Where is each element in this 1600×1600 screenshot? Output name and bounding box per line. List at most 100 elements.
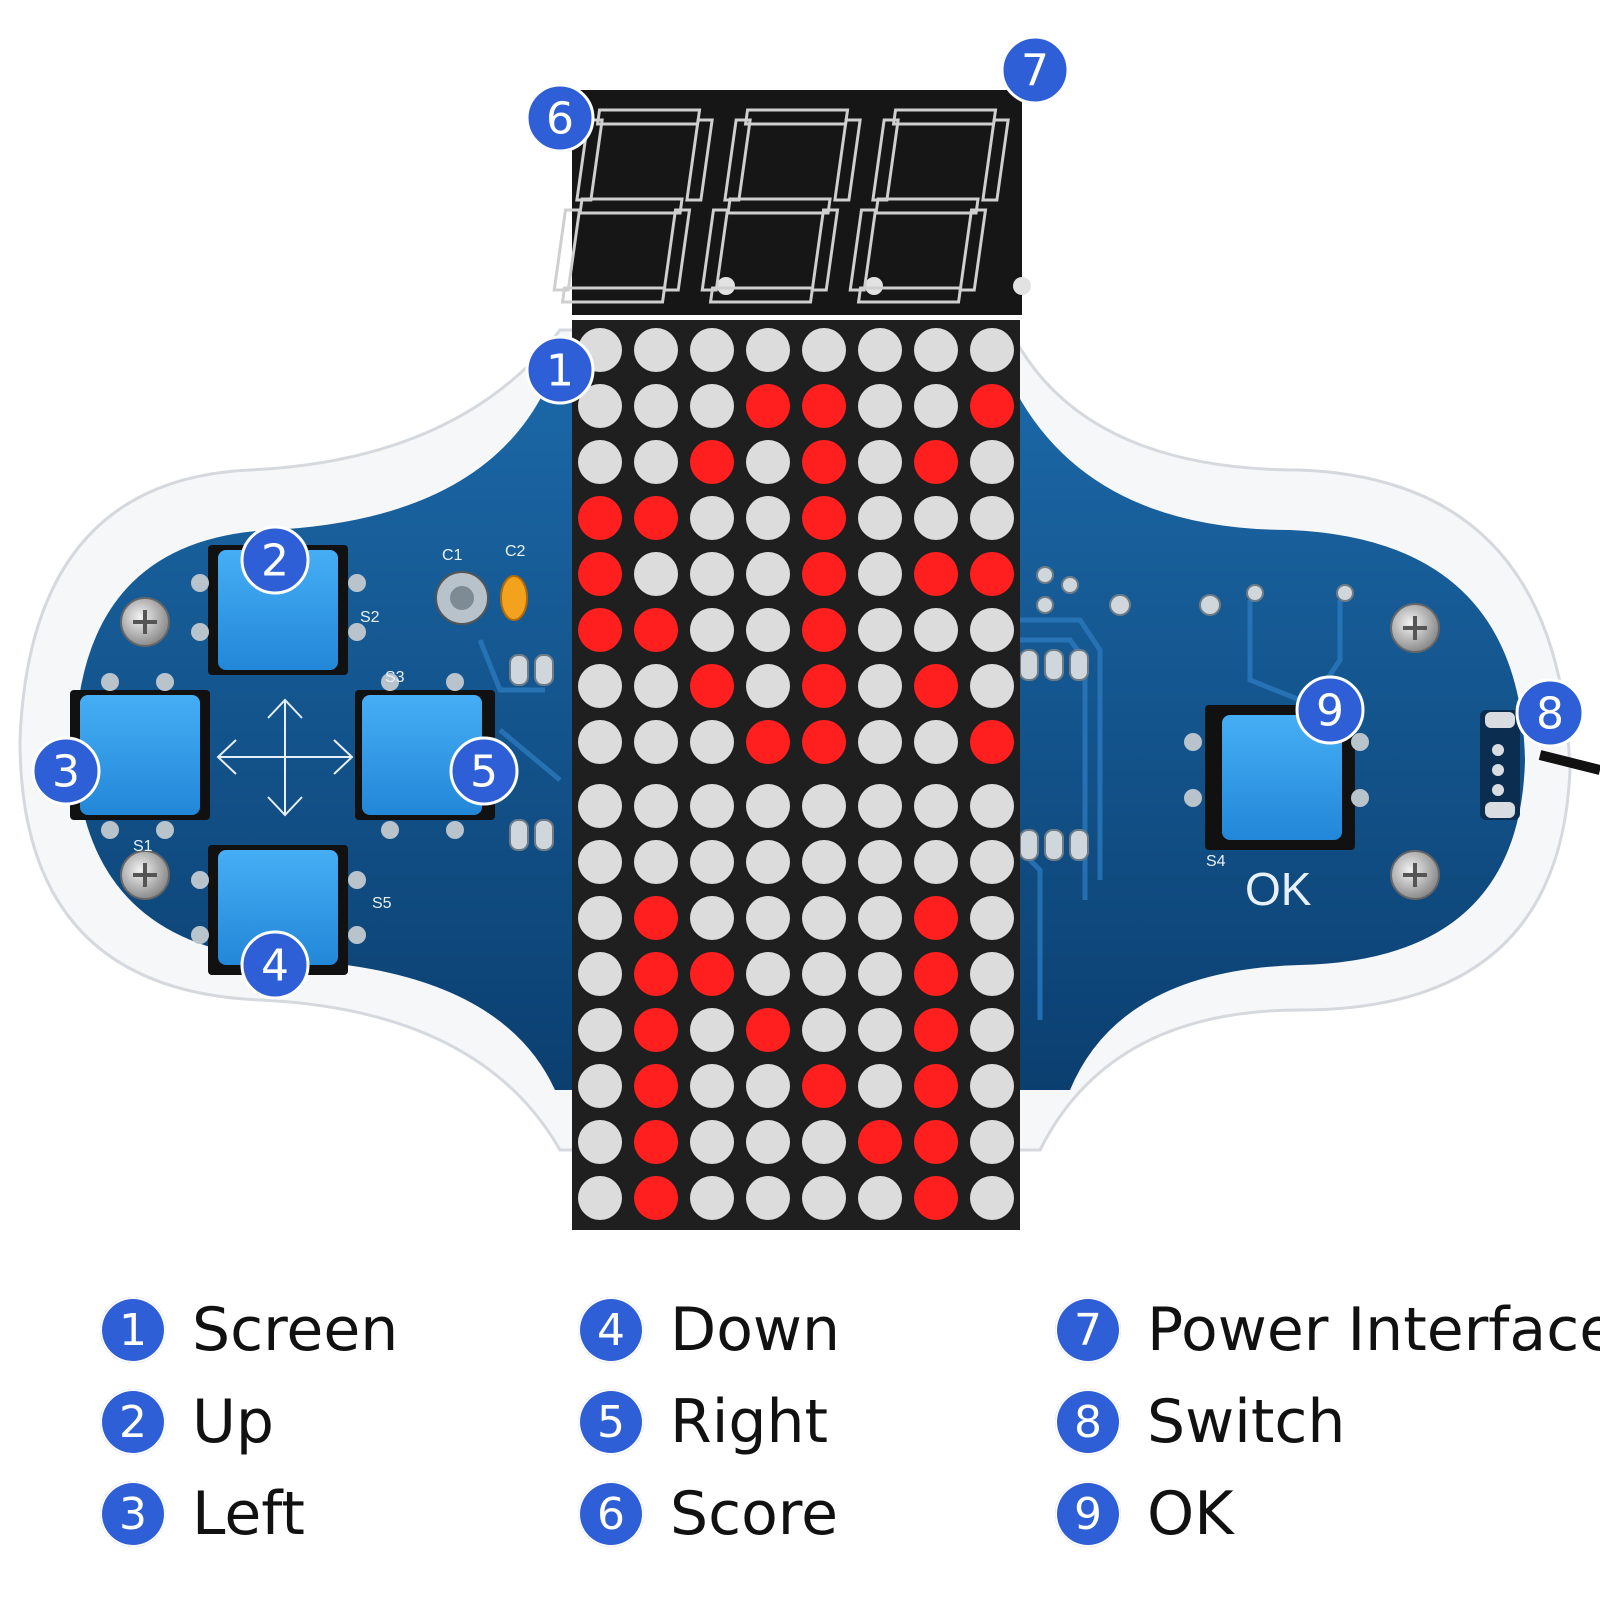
svg-text:2: 2 bbox=[261, 536, 289, 587]
button-left[interactable] bbox=[70, 673, 210, 839]
led-off bbox=[858, 840, 902, 884]
legend-item-screen: 1 Screen bbox=[100, 1290, 398, 1370]
seven-segment bbox=[743, 108, 850, 126]
led-on bbox=[690, 440, 734, 484]
legend-item-score: 6 Score bbox=[578, 1474, 838, 1554]
led-on bbox=[634, 1008, 678, 1052]
legend-badge: 8 bbox=[1055, 1389, 1121, 1455]
svg-text:4: 4 bbox=[261, 941, 289, 992]
led-off bbox=[858, 952, 902, 996]
led-off bbox=[914, 608, 958, 652]
led-off bbox=[578, 440, 622, 484]
led-on bbox=[578, 496, 622, 540]
led-on bbox=[802, 496, 846, 540]
legend-label: OK bbox=[1147, 1479, 1234, 1549]
callout-badge-8: 8 bbox=[1515, 678, 1585, 748]
led-on bbox=[746, 1008, 790, 1052]
led-off bbox=[802, 952, 846, 996]
legend-label: Power Interface bbox=[1147, 1295, 1600, 1365]
legend-label: Switch bbox=[1147, 1387, 1346, 1457]
led-off bbox=[746, 1064, 790, 1108]
led-on bbox=[914, 552, 958, 596]
svg-text:3: 3 bbox=[52, 747, 80, 798]
button-down[interactable] bbox=[191, 845, 366, 975]
led-on bbox=[858, 1120, 902, 1164]
led-off bbox=[858, 784, 902, 828]
s4-label: S4 bbox=[1206, 853, 1226, 870]
led-off bbox=[578, 664, 622, 708]
led-off bbox=[690, 1064, 734, 1108]
led-off bbox=[914, 784, 958, 828]
seven-segment bbox=[662, 208, 692, 292]
legend-badge: 5 bbox=[578, 1389, 644, 1455]
led-off bbox=[802, 784, 846, 828]
s2-label: S2 bbox=[360, 609, 380, 626]
led-off bbox=[690, 552, 734, 596]
led-off bbox=[690, 1176, 734, 1220]
led-on bbox=[634, 1176, 678, 1220]
legend-badge: 7 bbox=[1055, 1297, 1121, 1363]
svg-text:1: 1 bbox=[546, 346, 574, 397]
capacitors: C1 C2 bbox=[435, 543, 528, 625]
led-off bbox=[746, 440, 790, 484]
led-off bbox=[802, 1008, 846, 1052]
led-off bbox=[690, 496, 734, 540]
legend-badge: 1 bbox=[100, 1297, 166, 1363]
led-off bbox=[578, 1008, 622, 1052]
svg-text:9: 9 bbox=[1316, 686, 1344, 737]
led-matrix-bottom bbox=[572, 775, 1020, 1230]
led-off bbox=[802, 1176, 846, 1220]
legend-badge: 9 bbox=[1055, 1481, 1121, 1547]
led-off bbox=[802, 328, 846, 372]
led-off bbox=[970, 664, 1014, 708]
led-off bbox=[690, 608, 734, 652]
led-off bbox=[634, 720, 678, 764]
led-on bbox=[970, 720, 1014, 764]
pcb-components-right bbox=[509, 566, 1354, 861]
led-off bbox=[746, 896, 790, 940]
decimal-point bbox=[1013, 277, 1031, 295]
led-off bbox=[858, 328, 902, 372]
led-off bbox=[578, 784, 622, 828]
legend-item-ok: 9 OK bbox=[1055, 1474, 1234, 1554]
led-off bbox=[858, 896, 902, 940]
led-off bbox=[634, 440, 678, 484]
led-off bbox=[690, 384, 734, 428]
seven-segment bbox=[856, 286, 963, 304]
led-on bbox=[914, 664, 958, 708]
led-off bbox=[634, 664, 678, 708]
led-off bbox=[690, 1008, 734, 1052]
led-off bbox=[634, 840, 678, 884]
legend-badge: 6 bbox=[578, 1481, 644, 1547]
led-off bbox=[690, 328, 734, 372]
dpad-arrows bbox=[216, 698, 354, 817]
led-off bbox=[914, 840, 958, 884]
svg-text:5: 5 bbox=[470, 747, 498, 798]
led-on bbox=[914, 1176, 958, 1220]
led-off bbox=[578, 384, 622, 428]
s1-label: S1 bbox=[133, 838, 153, 855]
led-off bbox=[802, 840, 846, 884]
led-off bbox=[578, 896, 622, 940]
led-off bbox=[970, 496, 1014, 540]
callout-badge-7: 7 bbox=[1000, 35, 1070, 105]
legend-badge: 4 bbox=[578, 1297, 644, 1363]
power-switch[interactable] bbox=[1480, 710, 1600, 820]
s5-label: S5 bbox=[372, 895, 392, 912]
led-on bbox=[802, 552, 846, 596]
led-off bbox=[858, 552, 902, 596]
led-off bbox=[970, 784, 1014, 828]
led-on bbox=[690, 952, 734, 996]
led-on bbox=[634, 896, 678, 940]
seven-segment bbox=[891, 108, 998, 126]
led-off bbox=[690, 840, 734, 884]
led-off bbox=[746, 608, 790, 652]
led-off bbox=[634, 328, 678, 372]
callout-badge-3: 3 bbox=[31, 736, 101, 806]
seven-segment bbox=[685, 118, 714, 202]
callout-badge-4: 4 bbox=[240, 930, 310, 1000]
led-off bbox=[746, 1176, 790, 1220]
seven-segment bbox=[810, 208, 840, 292]
svg-text:6: 6 bbox=[546, 94, 574, 145]
led-on bbox=[634, 608, 678, 652]
